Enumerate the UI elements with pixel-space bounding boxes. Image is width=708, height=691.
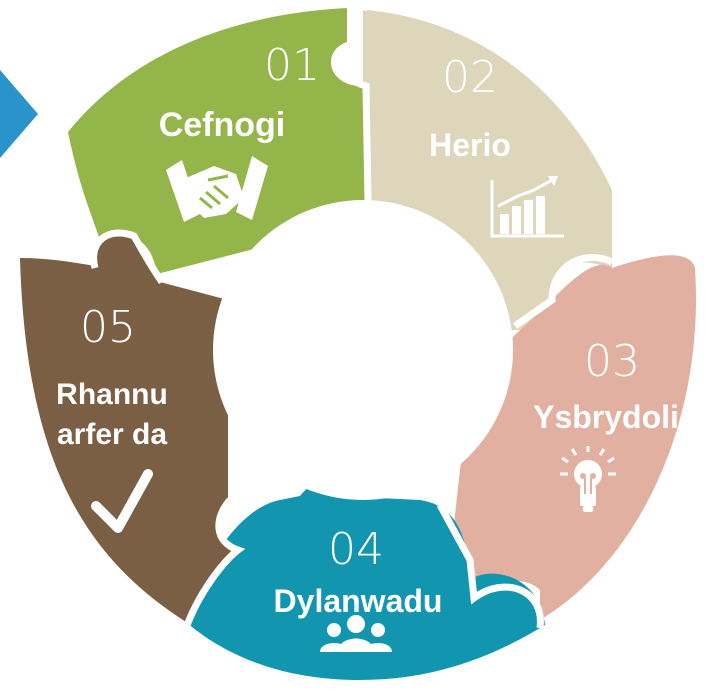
handshake-icon (166, 156, 268, 222)
lightbulb-icon (560, 446, 616, 512)
segment-03-body (450, 255, 697, 620)
segment-04-number: 04 (328, 524, 384, 575)
segment-01-label: Cefnogi (159, 106, 286, 144)
segment-02-number: 02 (442, 52, 498, 103)
bar-chart-growth-icon (490, 176, 564, 238)
left-arrow-shape (0, 70, 38, 158)
segment-01-number: 01 (264, 40, 320, 91)
piece-gaps (90, 0, 614, 630)
segment-05-number: 05 (80, 302, 136, 353)
segment-05-label-line1: Rhannu (56, 378, 168, 411)
segment-01-body (68, 8, 369, 274)
segment-05-label-line2: arfer da (57, 418, 167, 451)
checkmark-icon (91, 469, 153, 533)
segment-02-label: Herio (429, 127, 511, 163)
segment-03-number: 03 (584, 336, 640, 387)
segment-05-body (20, 234, 236, 622)
segment-04-label: Dylanwadu (274, 583, 443, 619)
segment-03-label: Ysbrydoli (533, 399, 679, 435)
segment-02-body (367, 10, 612, 320)
people-group-icon (320, 615, 392, 652)
